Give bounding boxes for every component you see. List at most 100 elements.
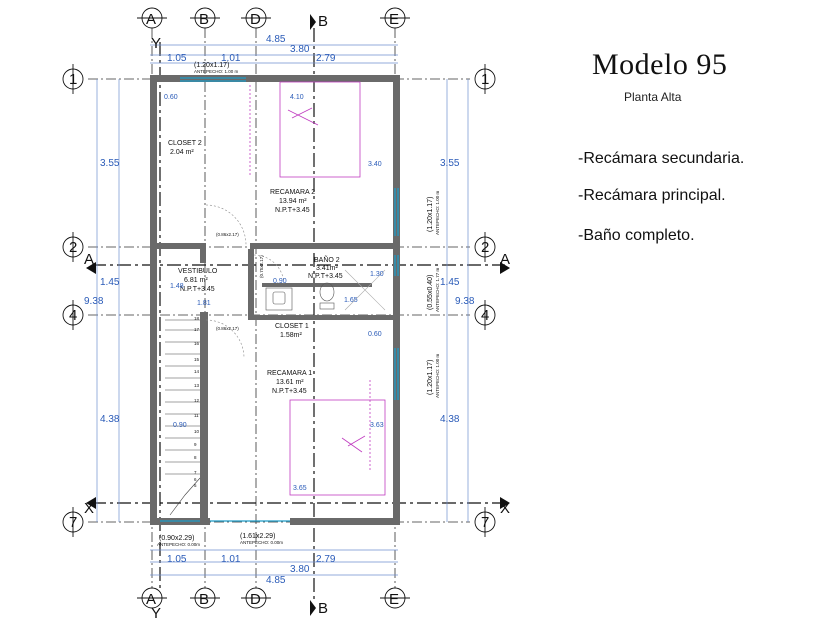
dim-text: 3.40 <box>368 161 382 168</box>
door-label: (0.86x2.17) <box>216 232 239 237</box>
room-npt: N.P.T+3.45 <box>272 388 307 395</box>
room-area: 1.58m² <box>280 332 302 339</box>
feature-item: -Baño completo. <box>578 227 695 244</box>
dim-text: 9.38 <box>84 296 104 307</box>
room-name: VESTIBULO <box>178 268 218 275</box>
dim-text: 3.80 <box>290 564 310 575</box>
dim-text: 1.01 <box>221 554 241 565</box>
stair-step: 14 <box>194 369 200 374</box>
stair-step: 13 <box>194 383 200 388</box>
grid-label-row: 1 <box>481 71 489 88</box>
grid-label-col: E <box>389 11 399 28</box>
grid-label-row: 7 <box>69 514 77 531</box>
stair-numbers: 18 17 16 15 14 13 12 11 10 9 8 7 6 5 <box>194 316 200 488</box>
dim-text: 0.90 <box>173 422 187 429</box>
dim-text: 4.85 <box>266 575 286 586</box>
door-swings <box>205 204 285 359</box>
dim-text: 3.65 <box>293 485 307 492</box>
grid-label-col: B <box>199 591 209 608</box>
stair-step: 9 <box>194 442 197 447</box>
section-marker: A <box>500 251 510 268</box>
room-name: BAÑO 2 <box>314 255 340 264</box>
window-label: (1.20x1.17) <box>194 62 229 69</box>
windows <box>160 77 399 522</box>
dim-text: 1.30 <box>370 271 384 278</box>
dim-text: 2.79 <box>316 53 336 64</box>
window-label: (1.61x2.29) <box>240 533 275 540</box>
door-label: (0.86x2.17) <box>216 326 239 331</box>
dim-text: 0.60 <box>368 331 382 338</box>
room-area: 13.61 m² <box>276 379 304 386</box>
dim-text: 0.90 <box>273 278 287 285</box>
window-sill: ANTEPECHO: 0.00m <box>240 540 283 545</box>
dim-text: 2.79 <box>316 554 336 565</box>
stair-step: 6 <box>194 477 197 482</box>
stairs <box>165 319 201 516</box>
grid-label-row: 7 <box>481 514 489 531</box>
window-sill: ANTEPECHO: 0.00m <box>157 542 200 547</box>
grid-label-col: A <box>146 11 156 28</box>
grid-label-col: D <box>250 11 261 28</box>
grid-label-col: B <box>199 11 209 28</box>
door-label: (0.75x2.17) <box>259 255 264 278</box>
grid-label-row: 2 <box>481 239 489 256</box>
grid-label-row: 2 <box>69 239 77 256</box>
room-name: CLOSET 1 <box>275 323 309 330</box>
room-area: 2.04 m² <box>170 149 194 156</box>
stair-step: 16 <box>194 341 200 346</box>
section-marker: B <box>318 13 328 30</box>
dim-text: 3.55 <box>440 158 460 169</box>
beds <box>249 81 386 496</box>
dim-text: 4.85 <box>266 34 286 45</box>
room-name: RECAMARA 2 <box>270 189 315 196</box>
window-label: (0.90x2.29) <box>159 535 194 542</box>
section-arrows <box>86 14 510 616</box>
stair-step: 8 <box>194 455 197 460</box>
section-marker: Y <box>151 35 161 52</box>
grid-label-row: 4 <box>481 307 489 324</box>
room-npt: N.P.T+3.45 <box>308 273 343 280</box>
grid-label-row: 1 <box>69 71 77 88</box>
section-marker: Y <box>151 605 161 622</box>
feature-item: -Recámara secundaria. <box>578 150 745 167</box>
window-sill: ANTEPECHO: 1.00 m <box>435 190 440 235</box>
section-marker: B <box>318 600 328 617</box>
dim-text: 1.45 <box>100 277 120 288</box>
stair-step: 17 <box>194 327 200 332</box>
stair-step: 7 <box>194 470 197 475</box>
dim-text: 0.60 <box>164 94 178 101</box>
grid-label-row: 4 <box>69 307 77 324</box>
dim-text: 1.05 <box>167 554 187 565</box>
window-sill: ANTEPECHO: 1.00 m <box>194 69 239 74</box>
page-subtitle: Planta Alta <box>624 90 682 104</box>
dim-text: 3.55 <box>100 158 120 169</box>
dim-text: 4.38 <box>440 414 460 425</box>
bathroom-fixtures <box>265 269 386 311</box>
room-name: RECAMARA 1 <box>267 370 312 377</box>
dim-text: 1.01 <box>221 53 241 64</box>
room-area: 3.41m² <box>316 265 338 272</box>
grid-label-col: A <box>146 591 156 608</box>
section-marker: X <box>84 500 94 517</box>
grid-label-col: E <box>389 591 399 608</box>
room-area: 6.81 m² <box>184 277 208 284</box>
room-area: 13.94 m² <box>279 198 307 205</box>
dim-text: 3.80 <box>290 44 310 55</box>
stair-step: 10 <box>194 429 200 434</box>
window-label: (1.20x1.17) <box>427 360 434 395</box>
dim-text: 1.45 <box>440 277 460 288</box>
dim-text: 4.10 <box>290 94 304 101</box>
section-marker: X <box>500 500 510 517</box>
window-label: (0.55x0.40) <box>427 275 434 310</box>
stair-step: 15 <box>194 357 200 362</box>
window-sill: ANTEPECHO: 1.00 m <box>435 353 440 398</box>
dim-text: 1.65 <box>344 297 358 304</box>
dimension-lines <box>96 44 469 576</box>
dim-text: 4.38 <box>100 414 120 425</box>
dim-text: 1.81 <box>197 300 211 307</box>
stair-step: 12 <box>194 398 200 403</box>
stair-step: 5 <box>194 483 197 488</box>
room-npt: N.P.T+3.45 <box>275 207 310 214</box>
stair-step: 18 <box>194 316 200 321</box>
